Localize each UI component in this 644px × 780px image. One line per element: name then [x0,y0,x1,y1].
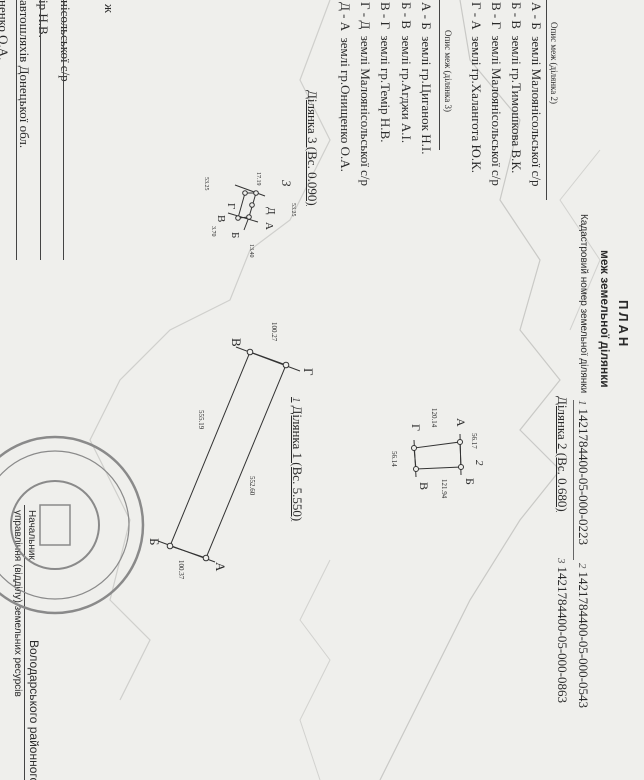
parcel3-point-g: Г [225,203,237,209]
parcel3-dim-3: 17.19 [255,172,261,186]
parcel1-dim-bottom: 100.37 [177,560,185,580]
parcel1-point-g: Г [301,368,316,376]
parcel3-dim-5: 53.25 [203,177,209,191]
parcel3-dim-4: 3.70 [210,226,216,237]
parcel1-point-b: Б [147,538,162,545]
parcel2-dim-left: 120.14 [430,408,438,428]
parcel2-dim-right: 121.94 [440,479,448,499]
parcel3-dim-2: 13.40 [248,244,254,258]
parcel3-point-d: Д [265,207,277,215]
official-stamp [0,435,145,615]
parcel1-point-a: А [213,562,228,572]
parcel2-point-v: В [417,482,431,490]
parcel2-dim-bottom: 56.14 [390,451,398,467]
parcel1-dim-left: 555.19 [197,410,205,430]
parcel3-point-a: А [263,222,275,230]
parcel2-drawing [411,433,464,478]
parcel1-point-v: В [229,338,244,347]
parcel2-point-b: Б [463,478,477,485]
parcel1-dim-top: 100.27 [270,322,278,342]
parcel2-point-g: Г [409,424,423,431]
parcel3-dim-1: 53.25 [290,203,296,217]
parcel3-point-b: Б [229,232,241,238]
parcel2-dim-top: 56.17 [470,433,478,449]
parcel3-drawing [227,184,266,231]
parcel3-mark: 3 [279,179,294,187]
parcel1-dim-right: 552.60 [248,476,256,496]
parcel2-mark: 2 [473,460,485,466]
parcel1-drawing [157,346,301,563]
parcel3-point-v: В [215,215,227,222]
parcel2-point-a: А [454,418,468,427]
